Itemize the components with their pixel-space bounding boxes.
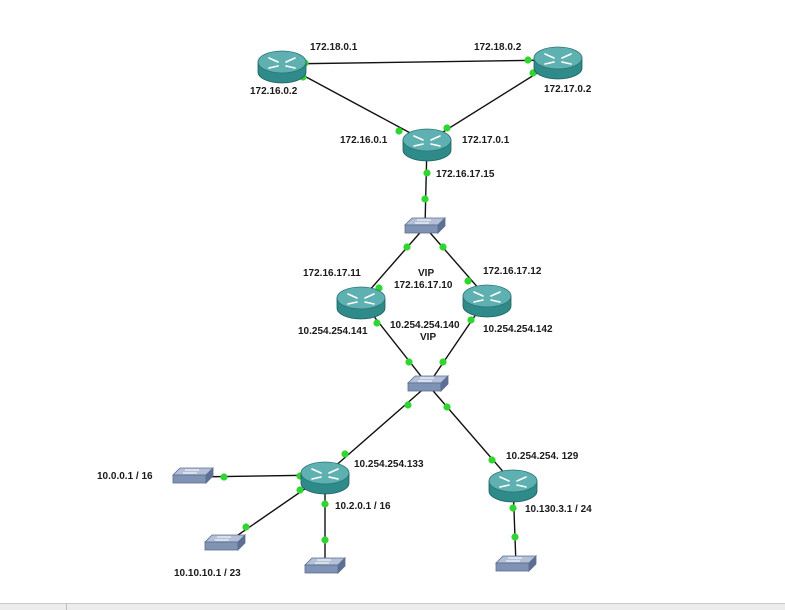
port-dot-router-lan xyxy=(341,450,349,458)
switch-top[interactable] xyxy=(404,217,446,234)
router-arrows-icon xyxy=(268,57,296,69)
label-core-r1-ip: 172.16.0.1 xyxy=(340,135,388,146)
switch-arrows-icon xyxy=(418,377,434,382)
port-dot-router-r2 xyxy=(524,56,532,64)
router-arrows-icon xyxy=(473,291,501,303)
switch-middle[interactable] xyxy=(407,375,449,392)
label-vip-bottom-ip: 10.254.254.140 xyxy=(390,320,460,331)
router-lan[interactable] xyxy=(300,461,350,495)
label-core-r2-ip: 172.17.0.1 xyxy=(462,135,510,146)
label-left-fw-up-ip: 172.16.17.11 xyxy=(303,268,361,279)
label-right-router-up-ip: 10.254.254. 129 xyxy=(506,451,579,462)
label-vip-top-ip: 172.16.17.10 xyxy=(394,280,453,291)
label-right-fw-down-ip: 10.254.254.142 xyxy=(483,324,553,335)
port-dot-router-remote xyxy=(488,456,496,464)
port-dot-switch-lan-lower xyxy=(242,523,250,531)
port-dot-switch-top xyxy=(421,195,429,203)
port-dot-router-core xyxy=(395,127,403,135)
router-arrows-icon xyxy=(544,53,572,65)
status-bar-segment xyxy=(0,604,67,610)
labels: 172.18.0.1 172.16.0.2 172.18.0.2 172.17.… xyxy=(97,42,592,579)
label-lan-router-net-left: 10.0.0.1 / 16 xyxy=(97,471,153,482)
switch-arrows-icon xyxy=(415,219,431,224)
label-lan-router-net-down: 10.2.0.1 / 16 xyxy=(335,501,391,512)
label-r2-r1-ip: 172.18.0.2 xyxy=(474,42,522,53)
router-fw-right[interactable] xyxy=(462,284,512,318)
port-dot-router-lan xyxy=(321,500,329,508)
link-switch-middle-to-router-lan xyxy=(324,384,429,476)
router-arrows-icon xyxy=(347,293,375,305)
router-arrows-icon xyxy=(413,135,441,147)
devices xyxy=(172,46,583,574)
port-dot-router-fw-right xyxy=(464,277,472,285)
label-r1-r2-ip: 172.18.0.1 xyxy=(310,42,358,53)
link-router-r1-to-router-r2 xyxy=(281,59,559,65)
label-vip-top-word: VIP xyxy=(418,268,434,279)
switch-arrows-icon xyxy=(215,536,231,541)
router-r2[interactable] xyxy=(533,46,583,80)
port-dot-router-fw-left xyxy=(373,319,381,327)
label-vip-bottom-word: VIP xyxy=(420,332,436,343)
router-arrows-icon xyxy=(311,468,339,480)
label-r1-core-ip: 172.16.0.2 xyxy=(250,86,298,97)
switch-arrows-icon xyxy=(315,559,331,564)
port-dot-router-lan xyxy=(296,486,304,494)
port-dot-switch-middle xyxy=(439,358,447,366)
label-right-router-net: 10.130.3.1 / 24 xyxy=(525,504,592,515)
port-dot-switch-lan-left xyxy=(220,473,228,481)
port-dot-switch-middle xyxy=(443,403,451,411)
switch-arrows-icon xyxy=(506,557,522,562)
router-fw-left[interactable] xyxy=(336,286,386,320)
port-dot-switch-middle xyxy=(404,401,412,409)
label-core-down-ip: 172.16.17.15 xyxy=(436,169,495,180)
status-bar xyxy=(0,603,785,610)
switch-lan-down[interactable] xyxy=(304,557,346,574)
port-dot-switch-remote xyxy=(511,533,519,541)
port-dot-router-fw-right xyxy=(467,316,475,324)
label-r2-core-ip: 172.17.0.2 xyxy=(544,84,592,95)
router-remote[interactable] xyxy=(488,469,538,503)
switch-remote[interactable] xyxy=(495,555,537,572)
switch-arrows-icon xyxy=(183,469,199,474)
label-lan-router-up-ip: 10.254.254.133 xyxy=(354,459,424,470)
label-left-fw-down-ip: 10.254.254.141 xyxy=(298,326,368,337)
port-dot-router-core xyxy=(423,169,431,177)
switch-lan-lower[interactable] xyxy=(204,534,246,551)
port-dot-switch-top xyxy=(403,243,411,251)
router-r1[interactable] xyxy=(257,50,307,84)
switch-lan-left[interactable] xyxy=(172,467,214,484)
label-right-fw-up-ip: 172.16.17.12 xyxy=(483,266,542,277)
port-dot-switch-lan-down xyxy=(321,536,329,544)
port-dot-router-remote xyxy=(509,504,517,512)
link-switch-middle-to-router-remote xyxy=(427,384,514,484)
port-dot-router-core xyxy=(443,124,451,132)
label-lan-router-net-lower: 10.10.10.1 / 23 xyxy=(174,568,241,579)
port-dot-switch-middle xyxy=(405,358,413,366)
router-arrows-icon xyxy=(499,476,527,488)
router-core[interactable] xyxy=(402,128,452,162)
port-dot-switch-top xyxy=(439,243,447,251)
